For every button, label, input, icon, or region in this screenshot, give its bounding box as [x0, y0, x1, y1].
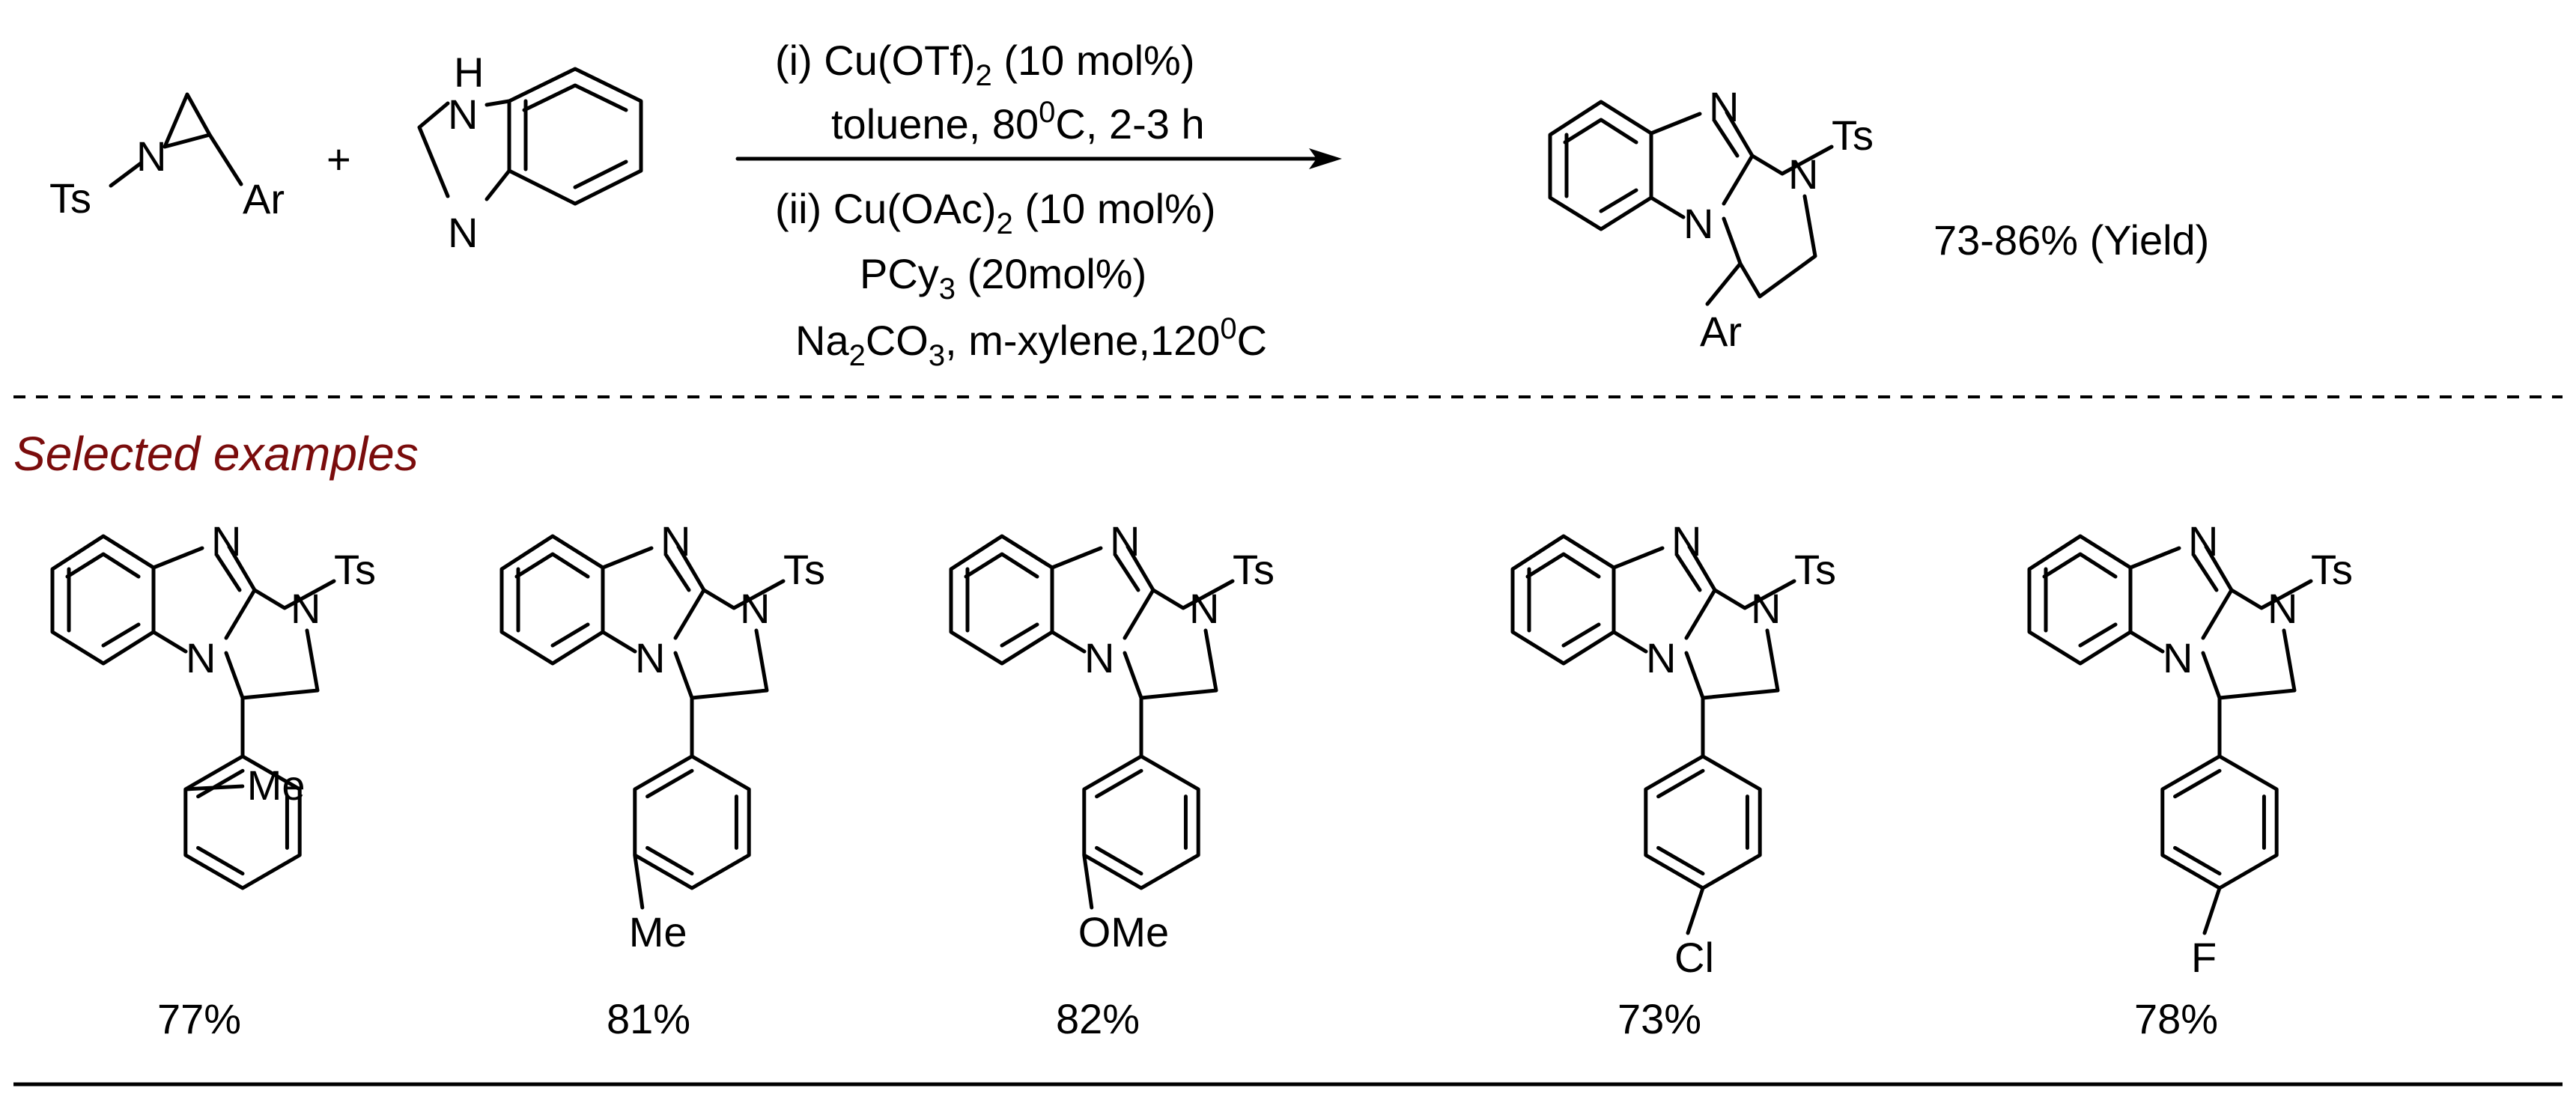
plus-sign: +	[326, 136, 351, 183]
example-ts-label: Ts	[334, 546, 376, 593]
example-substituent-label: Me	[629, 908, 687, 955]
product-ts-label: Ts	[1832, 112, 1874, 159]
example-aryl-bonds	[633, 754, 751, 910]
example-n-right-label: N	[291, 585, 321, 632]
aziridine-ar-label: Ar	[243, 175, 285, 222]
example-ts-label: Ts	[1233, 546, 1275, 593]
example-substituent-label: Cl	[1674, 934, 1714, 981]
example-n-bridge-label: N	[635, 634, 665, 681]
condition-line-5: Na2CO3, m-xylene,1200C	[795, 312, 1267, 372]
example-n-top-label: N	[660, 517, 690, 565]
product-n-bridge-label: N	[1683, 200, 1713, 247]
product-n-right-label: N	[1788, 151, 1818, 198]
example-n-top-label: N	[1110, 517, 1140, 565]
example-n-right-label: N	[1189, 585, 1219, 632]
example-n-right-label: N	[2267, 585, 2297, 632]
aziridine-reactant: N Ts Ar	[49, 92, 285, 222]
condition-line-3: (ii) Cu(OAc)2 (10 mol%)	[775, 185, 1216, 240]
product-ar-label: Ar	[1700, 308, 1742, 355]
example-substituent-label: OMe	[1078, 908, 1169, 955]
example-aryl-bonds	[2160, 754, 2279, 935]
example-aryl-bonds	[1082, 754, 1200, 910]
reaction-arrow	[735, 148, 1342, 169]
aziridine-bonds	[109, 92, 243, 188]
example-yield: 81%	[607, 995, 690, 1042]
example-ts-label: Ts	[1794, 546, 1836, 593]
benzimidazole-n-top-label: N	[448, 91, 478, 138]
examples-row: NNTsNMe77%NNTsNMe81%NNTsNOMe82%NNTsNCl73…	[50, 517, 2353, 1042]
product-structure: N N Ts N Ar	[1548, 83, 1874, 355]
aziridine-ts-label: Ts	[49, 174, 91, 222]
example-n-right-label: N	[1751, 585, 1781, 632]
aziridine-n-label: N	[136, 133, 166, 180]
section-title: Selected examples	[13, 427, 419, 481]
example-n-top-label: N	[211, 517, 241, 565]
example-ts-label: Ts	[783, 546, 825, 593]
benzimidazole-h-label: H	[454, 49, 484, 96]
condition-line-1: (i) Cu(OTf)2 (10 mol%)	[775, 37, 1195, 92]
example-n-top-label: N	[2188, 517, 2218, 565]
example-aryl-bonds	[183, 754, 302, 890]
example-n-bridge-label: N	[1084, 634, 1114, 681]
benzimidazole-bonds	[417, 67, 643, 206]
example-n-bridge-label: N	[2163, 634, 2193, 681]
example-n-top-label: N	[1671, 517, 1701, 565]
example-n-right-label: N	[740, 585, 770, 632]
example-substituent-label: Me	[247, 762, 306, 809]
benzimidazole-reactant: H N N	[417, 49, 643, 256]
condition-line-4: PCy3 (20mol%)	[860, 250, 1146, 306]
example-n-bridge-label: N	[1646, 634, 1676, 681]
example-yield: 78%	[2134, 995, 2218, 1042]
example-yield: 82%	[1056, 995, 1140, 1042]
example-core-bonds	[50, 534, 336, 759]
example-aryl-bonds	[1644, 754, 1762, 935]
example-substituent-label: F	[2191, 934, 2217, 981]
example-yield: 73%	[1617, 995, 1701, 1042]
example-core-bonds	[2027, 534, 2313, 759]
example-core-bonds	[499, 534, 786, 759]
example-yield: 77%	[157, 995, 241, 1042]
condition-line-2: toluene, 800C, 2-3 h	[831, 96, 1205, 148]
benzimidazole-n-bottom-label: N	[448, 209, 478, 256]
example-ts-label: Ts	[2311, 546, 2353, 593]
product-bonds	[1548, 100, 1834, 306]
example-core-bonds	[949, 534, 1235, 759]
example-core-bonds	[1510, 534, 1796, 759]
overall-yield: 73-86% (Yield)	[1933, 216, 2209, 264]
example-n-bridge-label: N	[186, 634, 216, 681]
product-n-top-label: N	[1709, 83, 1739, 130]
